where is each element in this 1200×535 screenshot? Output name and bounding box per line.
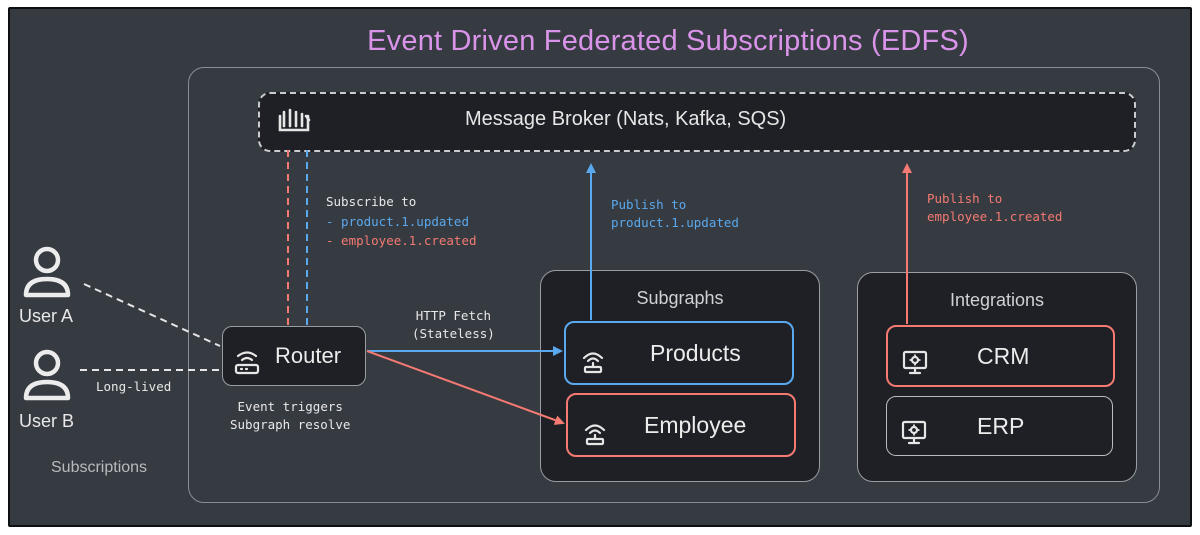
products-label: Products xyxy=(650,340,741,366)
user-icon xyxy=(20,243,74,306)
crm-label: CRM xyxy=(977,343,1030,369)
publish-products-label: Publish to product.1.updated xyxy=(611,197,739,230)
monitor-gear-icon xyxy=(902,343,928,401)
subscribe-heading: Subscribe to xyxy=(326,194,417,209)
broker-icon xyxy=(276,104,312,141)
erp-label: ERP xyxy=(977,413,1025,439)
user-icon xyxy=(20,346,74,409)
subscribe-item-product: - product.1.updated xyxy=(326,214,469,229)
router-label: Router xyxy=(275,343,342,368)
broker-label: Message Broker (Nats, Kafka, SQS) xyxy=(465,108,787,130)
monitor-gear-icon xyxy=(901,413,927,471)
crm-node: CRM xyxy=(886,325,1115,387)
publish-employee-label: Publish to employee.1.created xyxy=(927,191,1063,224)
user-a-link xyxy=(83,283,221,347)
system-boundary xyxy=(188,67,1160,503)
long-lived-label: Long-lived xyxy=(96,379,172,394)
employee-label: Employee xyxy=(644,412,747,438)
message-broker: Message Broker (Nats, Kafka, SQS) xyxy=(258,92,1136,152)
diagram-title: Event Driven Federated Subscriptions (ED… xyxy=(367,25,969,57)
router-icon xyxy=(233,343,261,401)
subgraph-icon xyxy=(580,340,606,400)
subscribe-item-employee: - employee.1.created xyxy=(326,233,477,248)
router-node: Router xyxy=(222,326,366,386)
subgraphs-title: Subgraphs xyxy=(636,288,724,308)
router-caption: Event triggers Subgraph resolve xyxy=(230,399,351,432)
fetch-employee-arrow xyxy=(366,350,565,425)
subscriptions-label: Subscriptions xyxy=(51,459,148,476)
http-fetch-label: HTTP Fetch (Stateless) xyxy=(412,308,495,341)
user-a-label: User A xyxy=(19,306,74,326)
user-b-label: User B xyxy=(19,411,75,431)
employee-node: Employee xyxy=(566,393,796,457)
integrations-title: Integrations xyxy=(949,290,1045,310)
subgraph-icon xyxy=(582,412,608,472)
products-node: Products xyxy=(564,321,794,385)
erp-node: ERP xyxy=(886,396,1113,456)
